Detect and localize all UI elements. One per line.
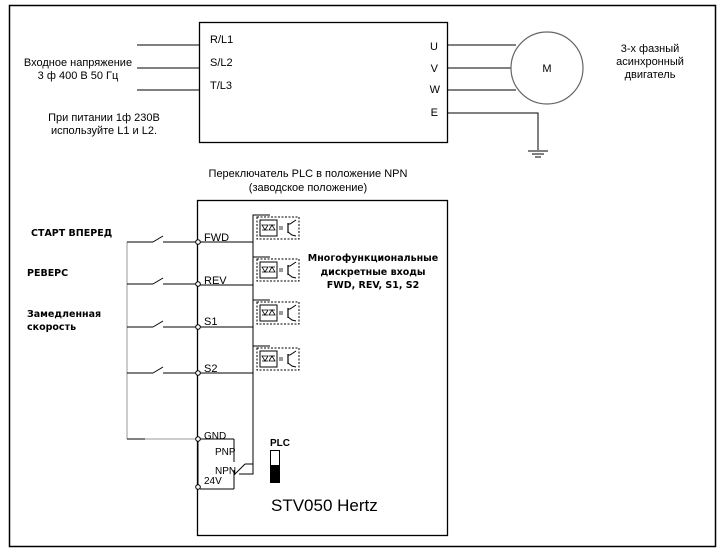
- terminal-rev: REV: [204, 275, 227, 287]
- plc-jumper-block: [197, 438, 254, 490]
- terminal-gnd: GND: [204, 431, 226, 442]
- terminal-w: W: [430, 84, 441, 96]
- label-slow-speed-2: скорость: [27, 322, 76, 333]
- optocouplers: [252, 214, 300, 371]
- motor-label-2: асинхронный: [616, 56, 684, 68]
- input-voltage-label: Входное напряжение: [24, 57, 132, 69]
- motor-icon: [510, 31, 584, 105]
- inputs-desc-2: дискретные входы: [321, 267, 426, 278]
- terminal-s2: S2: [204, 363, 217, 375]
- optocoupler-fwd: [252, 214, 300, 240]
- switches: [127, 235, 196, 374]
- inverter-power-block: [198, 21, 449, 144]
- terminal-24v: 24V: [204, 476, 222, 487]
- terminal-r-l1: R/L1: [210, 34, 233, 46]
- label-npn: NPN: [215, 466, 236, 477]
- common-bus: [126, 242, 197, 440]
- opto-common-line: [239, 217, 254, 475]
- input-wires: [137, 44, 199, 91]
- input-lines: [200, 241, 253, 374]
- label-start-forward: СТАРТ ВПЕРЕД: [31, 228, 112, 239]
- terminal-s-l2: S/L2: [210, 57, 233, 69]
- plc-switch-header: Переключатель PLC в положение NPN: [209, 168, 408, 180]
- switch-fwd: [127, 235, 196, 243]
- terminal-fwd: FWD: [204, 232, 229, 244]
- terminal-s1: S1: [204, 316, 217, 328]
- motor-symbol: M: [542, 63, 551, 75]
- inputs-desc-3: FWD, REV, S1, S2: [327, 280, 419, 291]
- motor-label-3: двигатель: [625, 69, 676, 81]
- terminal-v: V: [431, 63, 439, 75]
- switch-s1: [127, 320, 196, 328]
- switch-rev: [127, 277, 196, 285]
- plc-switch-header-note: (заводское положение): [249, 182, 367, 194]
- terminal-t-l3: T/L3: [210, 80, 232, 92]
- optocoupler-rev: [252, 256, 300, 282]
- model-label: STV050 Hertz: [271, 496, 378, 515]
- terminal-nodes: [195, 239, 201, 490]
- plc-switch-knob[interactable]: [270, 465, 280, 483]
- terminal-u: U: [430, 41, 438, 53]
- plc-selector-switch[interactable]: [270, 450, 280, 483]
- single-phase-note-1: При питании 1ф 230В: [48, 112, 160, 124]
- label-reverse: РЕВЕРС: [27, 268, 68, 279]
- optocoupler-s2: [252, 345, 300, 371]
- single-phase-note-2: используйте L1 и L2.: [51, 125, 157, 137]
- output-wires: [447, 44, 539, 150]
- label-slow-speed-1: Замедленная: [27, 309, 101, 320]
- motor-label-1: 3-х фазный: [621, 43, 680, 55]
- input-voltage-spec: 3 ф 400 В 50 Гц: [38, 70, 119, 82]
- inverter-control-block: [196, 199, 449, 537]
- ground-icon: [528, 150, 548, 158]
- label-pnp: PNP: [215, 447, 236, 458]
- outer-frame: [8, 4, 717, 548]
- inputs-desc-1: Многофункциональные: [308, 253, 438, 264]
- plc-label: PLC: [270, 438, 290, 449]
- terminal-e: E: [431, 107, 438, 119]
- switch-s2: [127, 366, 196, 374]
- optocoupler-s1: [252, 299, 300, 325]
